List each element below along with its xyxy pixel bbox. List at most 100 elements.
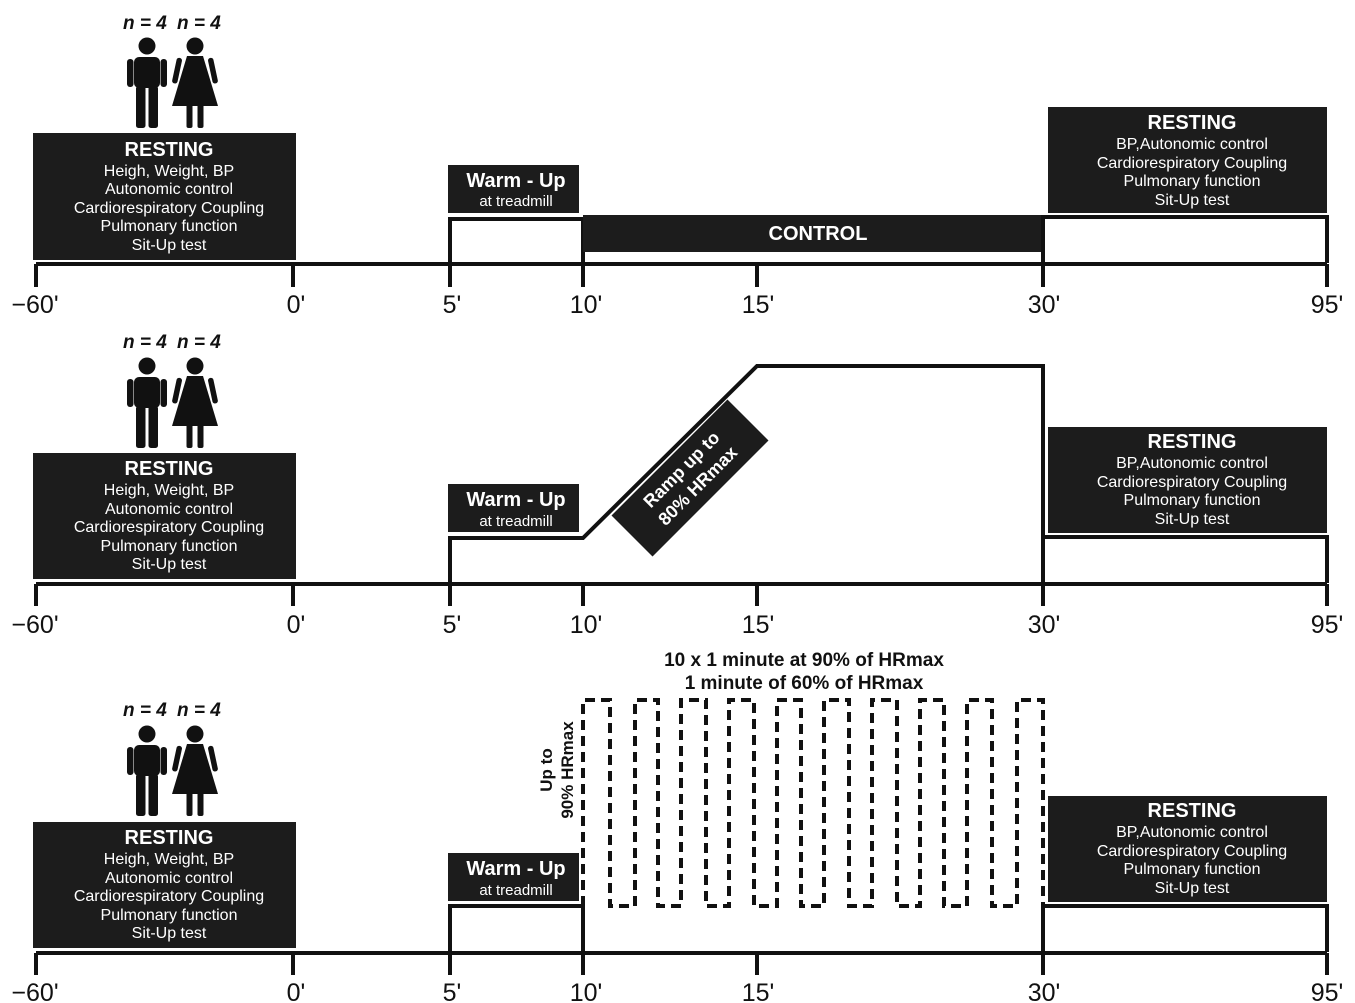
resting-pre-line: Autonomic control	[105, 501, 233, 518]
tick-label: 10'	[570, 291, 603, 319]
resting-pre-box: RESTING Heigh, Weight, BP Autonomic cont…	[33, 453, 296, 579]
tick-label: 0'	[287, 979, 306, 1003]
tick-label: 95'	[1311, 611, 1344, 639]
tick-label: 15'	[742, 979, 775, 1003]
male-count-label: n = 4	[123, 700, 167, 721]
resting-post-title: RESTING	[1148, 112, 1237, 134]
tick-label: 95'	[1311, 291, 1344, 319]
resting-post-line: Pulmonary function	[1124, 173, 1261, 190]
warmup-title: Warm - Up	[466, 858, 565, 880]
woman-icon	[171, 37, 219, 128]
man-icon	[127, 357, 167, 448]
resting-pre-title: RESTING	[125, 458, 214, 480]
resting-pre-line: Cardiorespiratory Coupling	[74, 200, 264, 217]
resting-pre-line: Cardiorespiratory Coupling	[74, 888, 264, 905]
resting-pre-line: Heigh, Weight, BP	[104, 482, 234, 499]
warmup-title: Warm - Up	[466, 489, 565, 511]
tick-label: 5'	[443, 291, 462, 319]
warmup-subtitle: at treadmill	[479, 193, 552, 210]
female-count-label: n = 4	[177, 700, 221, 721]
control-bar	[583, 215, 1043, 252]
resting-pre-box: RESTING Heigh, Weight, BP Autonomic cont…	[33, 133, 296, 260]
warmup-box: Warm - Up at treadmill	[448, 165, 579, 213]
participants-group: n = 4 n = 4	[123, 700, 221, 816]
intensity-profile	[448, 364, 1329, 583]
resting-post-box: RESTING BP,Autonomic control Cardiorespi…	[1048, 427, 1327, 533]
timeline-axis: −60' 0' 5' 10' 15' 30' 95'	[11, 951, 1344, 1003]
resting-post-title: RESTING	[1148, 431, 1237, 453]
resting-pre-line: Heigh, Weight, BP	[104, 851, 234, 868]
tick-label: −60'	[11, 979, 58, 1003]
resting-pre-title: RESTING	[125, 139, 214, 161]
resting-post-line: Sit-Up test	[1155, 880, 1230, 897]
resting-pre-line: Autonomic control	[105, 870, 233, 887]
hiit-caption-line2: 1 minute of 60% of HRmax	[685, 673, 924, 694]
intensity-profile: CONTROL	[448, 215, 1329, 263]
panel-hiit: n = 4 n = 4 RESTING Heigh, Weight, BP Au…	[11, 650, 1343, 1003]
participants-group: n = 4 n = 4	[123, 13, 221, 128]
resting-post-title: RESTING	[1148, 800, 1237, 822]
resting-post-line: BP,Autonomic control	[1116, 824, 1268, 841]
resting-pre-line: Cardiorespiratory Coupling	[74, 519, 264, 536]
hiit-side-label-line2: 90% HRmax	[558, 721, 577, 819]
resting-post-line: Cardiorespiratory Coupling	[1097, 843, 1287, 860]
resting-pre-line: Sit-Up test	[132, 556, 207, 573]
resting-pre-line: Heigh, Weight, BP	[104, 163, 234, 180]
resting-post-line: Cardiorespiratory Coupling	[1097, 155, 1287, 172]
panel-control: n = 4 n = 4 RESTING Heigh, Weight, BP Au…	[11, 13, 1343, 319]
intensity-profile	[448, 698, 1329, 952]
resting-post-line: Sit-Up test	[1155, 192, 1230, 209]
male-count-label: n = 4	[123, 332, 167, 353]
timeline-axis: −60' 0' 5' 10' 15' 30' 95'	[11, 582, 1344, 639]
resting-pre-line: Pulmonary function	[101, 218, 238, 235]
resting-post-box: RESTING BP,Autonomic control Cardiorespi…	[1048, 796, 1327, 902]
hiit-side-label-line1: Up to	[537, 748, 556, 791]
resting-pre-line: Pulmonary function	[101, 538, 238, 555]
female-count-label: n = 4	[177, 13, 221, 34]
tick-label: 15'	[742, 291, 775, 319]
warmup-box: Warm - Up at treadmill	[448, 853, 579, 901]
resting-pre-title: RESTING	[125, 827, 214, 849]
male-count-label: n = 4	[123, 13, 167, 34]
tick-label: 95'	[1311, 979, 1344, 1003]
woman-icon	[171, 357, 219, 448]
resting-post-line: Sit-Up test	[1155, 511, 1230, 528]
tick-label: 0'	[287, 611, 306, 639]
woman-icon	[171, 725, 219, 816]
resting-post-line: Cardiorespiratory Coupling	[1097, 474, 1287, 491]
resting-post-box: RESTING BP,Autonomic control Cardiorespi…	[1048, 107, 1327, 213]
timeline-axis: −60' 0' 5' 10' 15' 30' 95'	[11, 262, 1344, 319]
tick-label: 10'	[570, 611, 603, 639]
participants-group: n = 4 n = 4	[123, 332, 221, 448]
tick-label: −60'	[11, 611, 58, 639]
tick-label: 30'	[1028, 291, 1061, 319]
hiit-caption-line1: 10 x 1 minute at 90% of HRmax	[664, 650, 944, 671]
warmup-title: Warm - Up	[466, 170, 565, 192]
warmup-box: Warm - Up at treadmill	[448, 484, 579, 532]
resting-post-line: Pulmonary function	[1124, 492, 1261, 509]
resting-post-line: Pulmonary function	[1124, 861, 1261, 878]
tick-label: 30'	[1028, 979, 1061, 1003]
resting-pre-line: Sit-Up test	[132, 237, 207, 254]
resting-pre-line: Sit-Up test	[132, 925, 207, 942]
tick-label: 30'	[1028, 611, 1061, 639]
warmup-subtitle: at treadmill	[479, 513, 552, 530]
hiit-side-label: Up to 90% HRmax	[537, 721, 577, 819]
ramp-label-tag: Ramp up to 80% HRmax	[611, 399, 769, 557]
man-icon	[127, 725, 167, 816]
tick-label: 5'	[443, 611, 462, 639]
hiit-interval-trace	[581, 698, 1045, 908]
tick-label: 5'	[443, 979, 462, 1003]
resting-pre-box: RESTING Heigh, Weight, BP Autonomic cont…	[33, 822, 296, 948]
resting-post-line: BP,Autonomic control	[1116, 455, 1268, 472]
resting-pre-line: Pulmonary function	[101, 907, 238, 924]
control-label: CONTROL	[769, 223, 868, 245]
female-count-label: n = 4	[177, 332, 221, 353]
tick-label: 0'	[287, 291, 306, 319]
panel-ramp: n = 4 n = 4 RESTING Heigh, Weight, BP Au…	[11, 332, 1343, 639]
warmup-subtitle: at treadmill	[479, 882, 552, 899]
man-icon	[127, 37, 167, 128]
tick-label: −60'	[11, 291, 58, 319]
resting-pre-line: Autonomic control	[105, 181, 233, 198]
